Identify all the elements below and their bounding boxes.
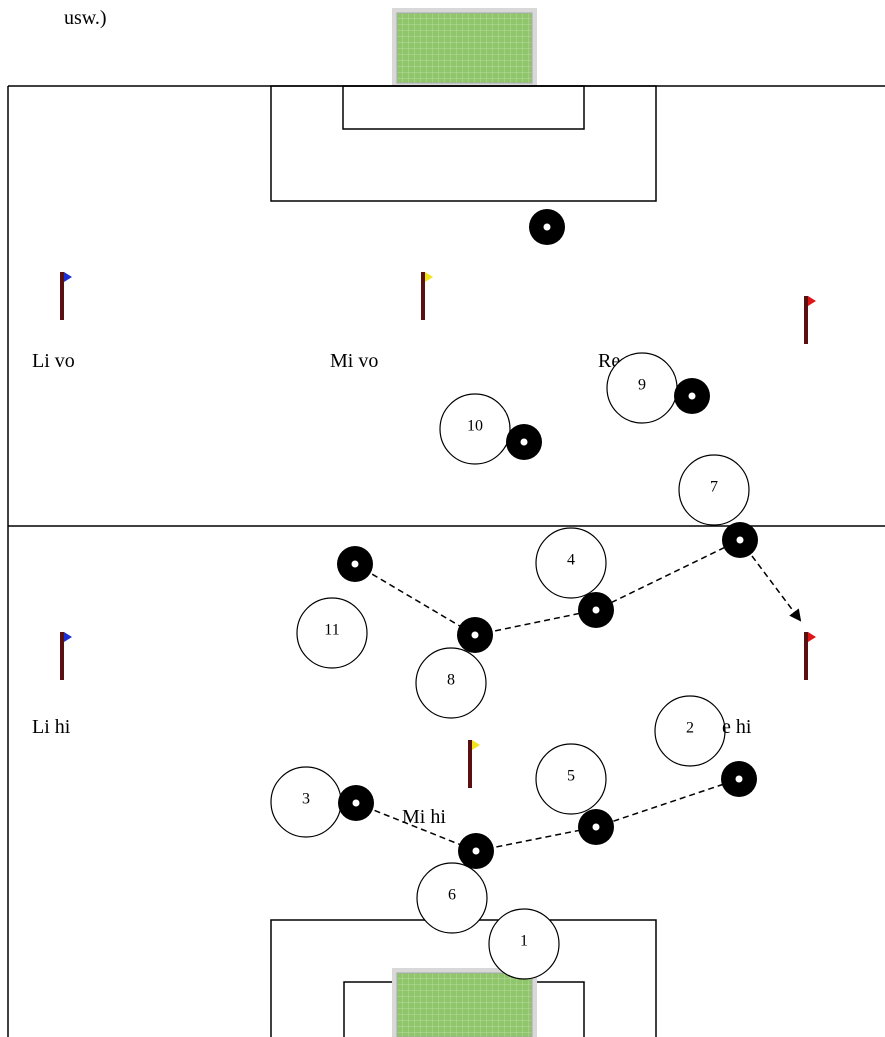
player-number: 10	[467, 418, 483, 435]
flag-mid-front	[421, 272, 433, 320]
passing-paths	[354, 539, 802, 852]
player-11: 11	[296, 597, 368, 669]
player-number: 4	[567, 552, 575, 569]
flag-left-back	[60, 632, 72, 680]
player-number: 5	[567, 768, 575, 785]
ball-marker	[674, 378, 710, 414]
player-number: 6	[448, 887, 456, 904]
top-goal	[392, 8, 537, 85]
players: 1 2 3 4 5 6 7 8 9 10 11	[270, 352, 750, 980]
bottom-goal	[392, 968, 537, 1037]
ball-marker	[506, 424, 542, 460]
player-number: 2	[686, 720, 694, 737]
ball-marker	[457, 617, 493, 653]
pass-path-upper	[354, 539, 741, 636]
label-left-back: Li hi	[32, 716, 71, 738]
label-right-back: e hi	[722, 716, 752, 738]
player-1: 1	[488, 908, 560, 980]
player-number: 7	[710, 479, 718, 496]
ball-marker	[578, 809, 614, 845]
ball-marker	[578, 592, 614, 628]
player-8: 8	[415, 647, 487, 719]
header-text: usw.)	[64, 7, 107, 29]
flag-right-front	[804, 296, 816, 344]
player-5: 5	[535, 743, 607, 815]
label-mid-front: Mi vo	[330, 350, 378, 372]
balls	[337, 209, 758, 869]
player-number: 3	[302, 791, 310, 808]
ball-marker	[722, 522, 758, 558]
player-4: 4	[535, 527, 607, 599]
player-number: 8	[447, 672, 455, 689]
label-mid-back: Mi hi	[402, 806, 446, 828]
ball-marker	[337, 546, 373, 582]
ball-marker	[721, 761, 757, 797]
top-penalty-area	[270, 85, 657, 202]
player-3: 3	[270, 766, 342, 838]
pass-arrow	[739, 539, 802, 622]
flag-left-front	[60, 272, 72, 320]
flag-right-back	[804, 632, 816, 680]
ball-marker	[529, 209, 565, 245]
player-10: 10	[439, 393, 511, 465]
pass-path-lower	[355, 778, 740, 852]
label-left-front: Li vo	[32, 350, 75, 372]
player-6: 6	[416, 862, 488, 934]
player-number: 9	[638, 377, 646, 394]
player-9: 9	[606, 352, 678, 424]
zone-flags	[60, 272, 816, 788]
ball-marker	[338, 785, 374, 821]
top-goal-area	[342, 85, 585, 130]
ball-marker	[458, 833, 494, 869]
player-2: 2	[654, 695, 726, 767]
flag-mid-back	[468, 740, 480, 788]
player-7: 7	[678, 454, 750, 526]
player-number: 11	[324, 622, 339, 639]
player-number: 1	[520, 933, 528, 950]
